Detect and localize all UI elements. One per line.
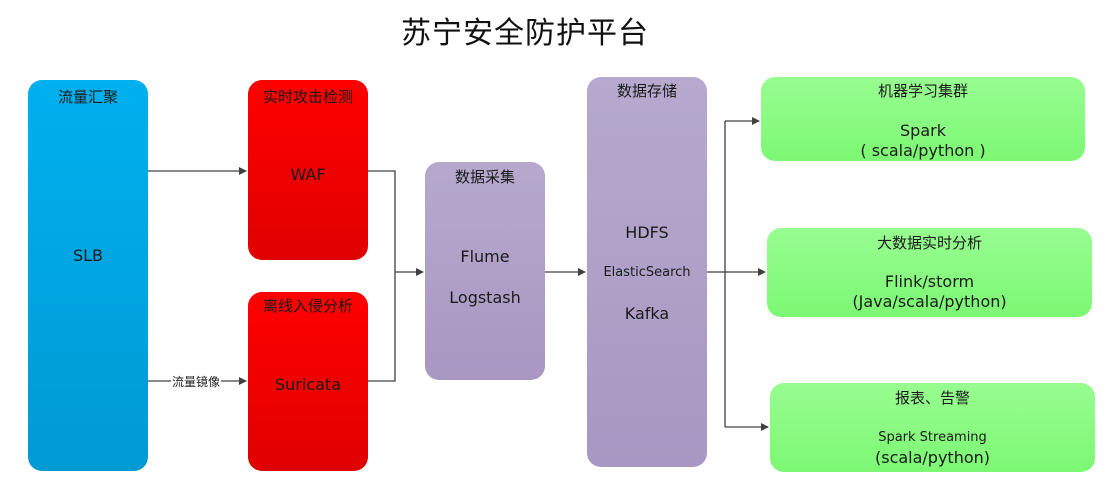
diagram-title: 苏宁安全防护平台 xyxy=(401,16,649,51)
node-header: 实时攻击检测 xyxy=(262,88,353,106)
node-label-flink-storm: Flink/storm xyxy=(884,272,975,291)
node-label-languages: ( scala/python ) xyxy=(860,141,986,160)
node-reports-alerts[interactable]: 报表、告警 Spark Streaming (scala/python) xyxy=(770,383,1095,472)
node-header: 大数据实时分析 xyxy=(876,234,982,252)
node-label-languages: (scala/python) xyxy=(874,448,991,467)
edge-waf-to-collection xyxy=(368,170,396,272)
node-header: 报表、告警 xyxy=(894,389,970,407)
edge-label-traffic-mirror: 流量镜像 xyxy=(171,373,222,390)
node-header: 流量汇聚 xyxy=(57,88,118,106)
node-label-hdfs: HDFS xyxy=(625,223,669,242)
node-data-collection[interactable]: 数据采集 Flume Logstash xyxy=(425,162,545,380)
node-label-waf: WAF xyxy=(290,165,326,184)
node-bigdata-realtime-analysis[interactable]: 大数据实时分析 Flink/storm (Java/scala/python) xyxy=(767,228,1092,317)
node-label-spark: Spark xyxy=(900,121,946,140)
node-label-kafka: Kafka xyxy=(624,304,670,323)
node-header: 离线入侵分析 xyxy=(262,297,353,315)
node-data-storage[interactable]: 数据存储 HDFS ElasticSearch Kafka xyxy=(587,77,707,467)
node-offline-intrusion-analysis[interactable]: 离线入侵分析 Suricata xyxy=(248,292,368,471)
edge-suricata-to-collection xyxy=(368,272,396,382)
node-label-elasticsearch: ElasticSearch xyxy=(603,265,691,280)
node-label-languages: (Java/scala/python) xyxy=(852,292,1007,311)
node-ml-cluster[interactable]: 机器学习集群 Spark ( scala/python ) xyxy=(761,77,1085,161)
node-label-logstash: Logstash xyxy=(449,288,521,307)
node-header: 数据采集 xyxy=(454,168,515,186)
node-label-spark-streaming: Spark Streaming xyxy=(878,430,987,445)
node-label-slb: SLB xyxy=(72,246,104,265)
node-traffic-aggregation[interactable]: 流量汇聚 SLB xyxy=(28,80,148,471)
node-header: 机器学习集群 xyxy=(877,82,968,100)
node-label-suricata: Suricata xyxy=(275,375,341,394)
node-realtime-attack-detection[interactable]: 实时攻击检测 WAF xyxy=(248,80,368,260)
node-label-flume: Flume xyxy=(460,247,510,266)
node-header: 数据存储 xyxy=(616,82,677,100)
